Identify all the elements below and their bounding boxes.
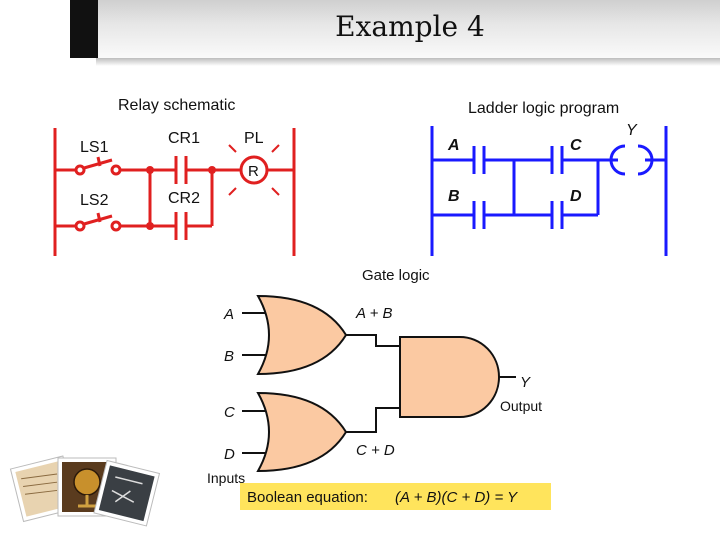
title-bar [70,0,720,58]
gate-label-d: D [224,446,235,463]
ls1-switch [74,156,122,176]
relay-heading: Relay schematic [118,97,235,114]
wire-or2-out [346,407,400,433]
gate-label-y: Y [520,374,531,391]
or-gate-2 [256,391,348,473]
title-bar-shadow [96,58,720,66]
ls2-switch [74,212,122,232]
pl-label: PL [244,130,264,147]
relay-schematic: Relay schematic [53,97,296,256]
gate-output-label: Output [500,398,542,414]
ladder-label-y: Y [626,122,638,139]
equation-expression: (A + B)(C + D) = Y [395,489,518,506]
gate-label-b: B [224,348,234,365]
boolean-equation: Boolean equation: (A + B)(C + D) = Y [240,483,551,510]
cr2-contact [174,212,188,240]
cr1-contact [174,156,188,184]
gate-label-c: C [224,404,235,421]
ls1-label: LS1 [80,139,109,156]
equation-label: Boolean equation: [247,489,368,506]
cr1-label: CR1 [168,130,200,147]
ladder-label-d: D [570,188,582,205]
gate-logic: Gate logic A B C D A + B C + D Y Output … [207,267,542,486]
gate-inputs-label: Inputs [207,470,245,486]
wire-or1-out [346,334,400,347]
slide-title: Example 4 [335,10,485,43]
and-gate [399,336,500,418]
cr2-label: CR2 [168,190,200,207]
gate-label-sum-cd: C + D [356,442,395,459]
contact-a [472,146,486,174]
contact-d [550,201,564,229]
photo-chalkboard-icon [93,459,161,527]
gate-heading: Gate logic [362,267,430,284]
ladder-label-c: C [570,137,582,154]
r-label: R [248,163,259,180]
equation-highlight [240,483,551,510]
relay-junctions [146,166,216,230]
ladder-label-a: A [447,137,460,154]
gate-label-sum-ab: A + B [355,305,393,322]
contact-c [550,146,564,174]
decorative-photo-stack [9,455,161,527]
contact-b [472,201,486,229]
ladder-program: Ladder logic program [430,100,668,256]
ladder-heading: Ladder logic program [468,100,619,117]
gate-label-a: A [223,306,234,323]
or-gate-1 [256,294,348,376]
photo-globe-icon [57,457,117,517]
ladder-label-b: B [448,188,460,205]
ls2-label: LS2 [80,192,109,209]
